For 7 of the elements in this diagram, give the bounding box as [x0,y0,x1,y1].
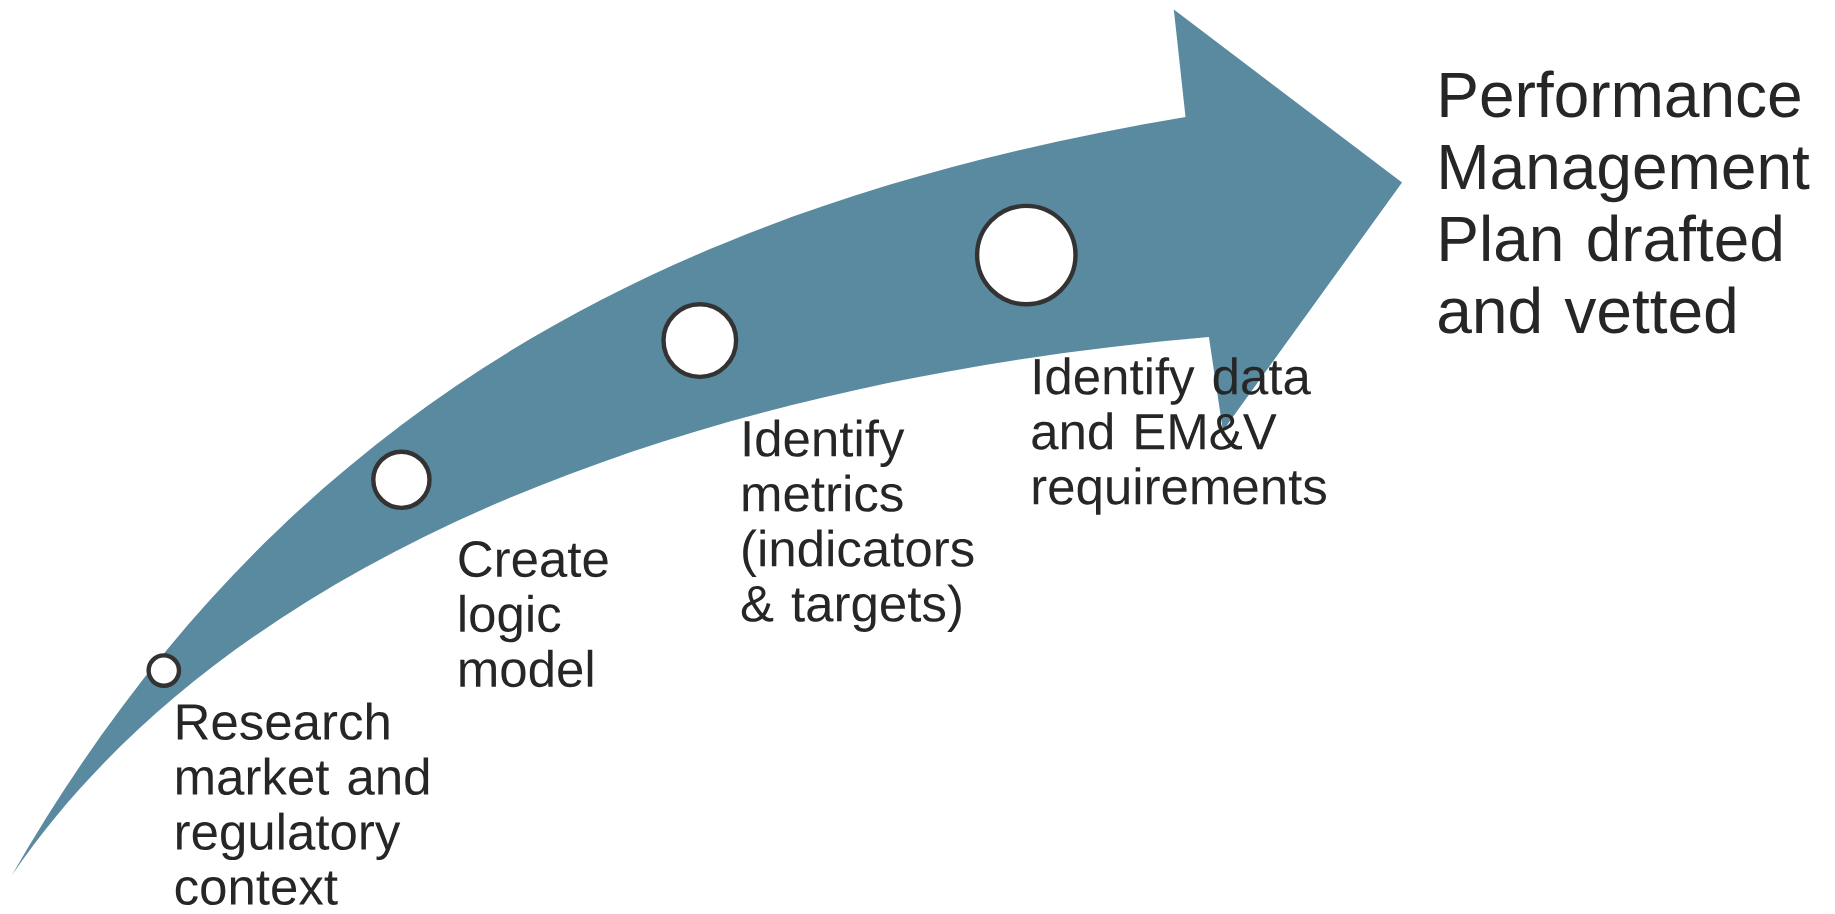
step-text: Identify metrics (indicators & targets) [741,419,974,632]
step-circle [146,653,182,688]
step-circle [661,302,739,380]
step-circle [974,203,1078,307]
step-text: Research market and regulatory context [175,702,429,906]
step-text: Create logic model [459,541,608,688]
goal-text: Performance Management Plan drafted and vetted [1439,70,1810,334]
